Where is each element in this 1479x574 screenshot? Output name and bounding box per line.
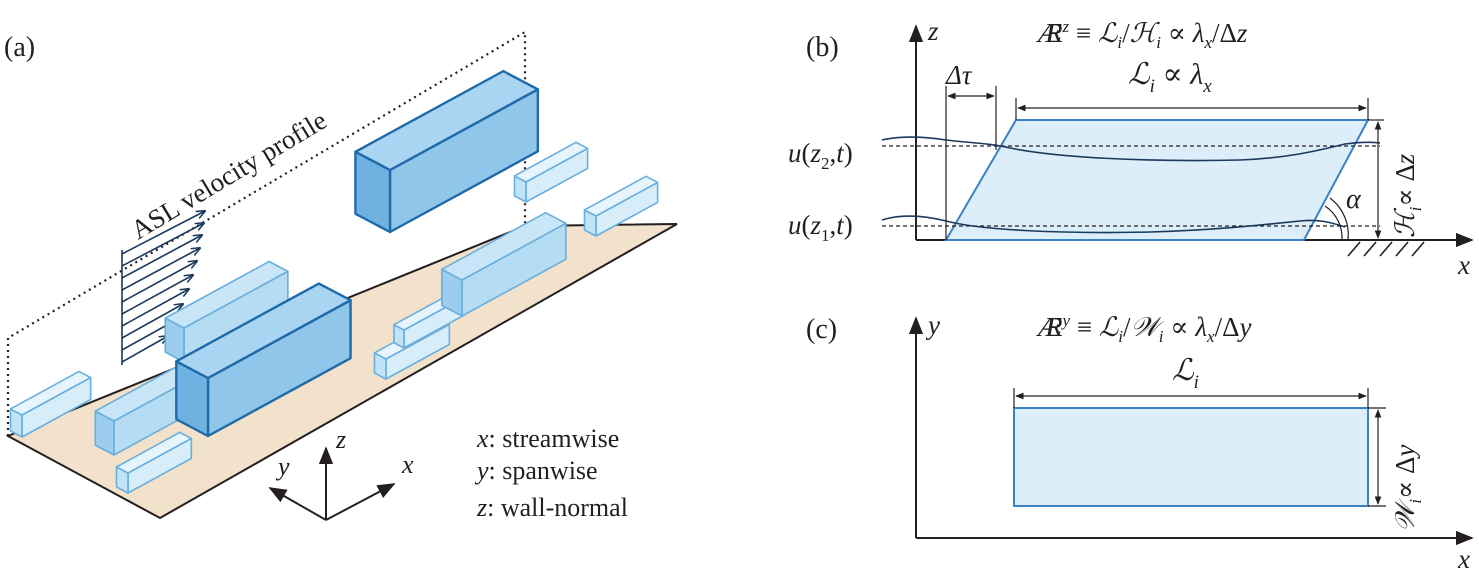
panel-b-title: ÆRz ≡ ℒi/ℋi ∝ λx/Δz: [1036, 17, 1248, 52]
panel-a: (a) ASL velocity profile z: [4, 30, 678, 522]
profile-label: ASL velocity profile: [126, 105, 332, 245]
axis-x-label-b: x: [1457, 250, 1470, 280]
width-label-c: 𝒲i∝ Δy: [1390, 445, 1425, 532]
axis-x-label-a: x: [401, 450, 414, 479]
structure-block-face: [354, 69, 540, 172]
length-label-b: ℒi ∝ λx: [1128, 58, 1212, 97]
structure-block-face: [175, 282, 352, 380]
axis-x-label-c: x: [1457, 544, 1470, 574]
panel-c: (c) ÆRy ≡ ℒi/𝒲i ∝ λx/Δy y x ℒi 𝒲i∝ Δy: [806, 310, 1474, 574]
height-label-b: ℋi∝ Δz: [1390, 153, 1425, 238]
structure-block-face: [164, 260, 289, 329]
u-z1-label: u(z1,t): [788, 210, 853, 245]
planform-rectangle: [1013, 407, 1369, 507]
panel-b-label: (b): [806, 32, 839, 63]
panel-b: (b) ÆRz ≡ ℒi/ℋi ∝ λx/Δz z x Δτ: [788, 16, 1474, 280]
axis-legend: x: streamwise y: spanwise z: wall-normal: [474, 424, 628, 522]
structure-block-face: [9, 370, 92, 416]
coordinate-axes-a: z x y: [268, 425, 414, 521]
axis-z-label-b: z: [927, 16, 939, 46]
legend-wall-normal: z: wall-normal: [476, 493, 628, 522]
structure-block-face: [441, 211, 567, 281]
legend-streamwise: x: streamwise: [476, 424, 619, 453]
panel-a-label: (a): [4, 32, 35, 63]
panel-c-title: ÆRy ≡ ℒi/𝒲i ∝ λx/Δy: [1036, 311, 1251, 346]
structure-blocks: [9, 69, 659, 494]
delta-tau-label: Δτ: [945, 60, 973, 90]
panel-c-label: (c): [806, 314, 837, 345]
angle-label: α: [1346, 184, 1362, 215]
inclined-structure: [944, 119, 1370, 241]
structure-block-face: [583, 175, 659, 217]
u-z2-label: u(z2,t): [788, 138, 853, 173]
legend-spanwise: y: spanwise: [474, 456, 598, 485]
structure-block-face: [115, 431, 193, 474]
axis-z-label-a: z: [335, 425, 346, 454]
axis-y-label-a: y: [275, 452, 290, 481]
angle-arc: [1329, 197, 1349, 241]
profile-box: [6, 30, 527, 436]
structure-block-face: [513, 141, 589, 183]
axis-y-label-c: y: [925, 310, 940, 340]
length-label-c: ℒi: [1172, 354, 1199, 393]
signal-u-z1: [881, 215, 1346, 234]
wall-hatch: [1347, 241, 1425, 257]
